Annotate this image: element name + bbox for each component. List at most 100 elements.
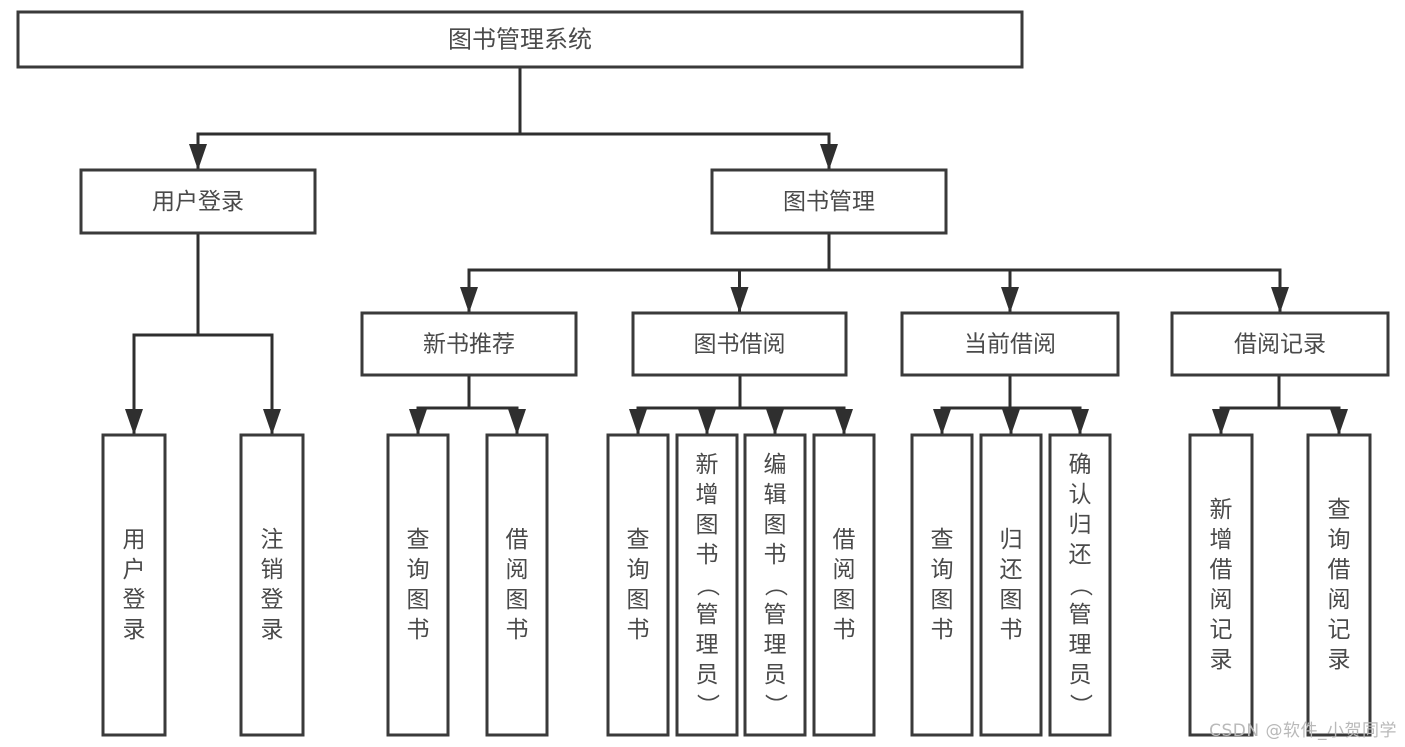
node-label-char: 录	[1210, 647, 1233, 673]
node-label-char: ）	[1067, 694, 1093, 717]
node-label-char: 阅	[833, 557, 856, 583]
node-box[interactable]	[979, 433, 1043, 737]
node-label-char: 书	[696, 542, 719, 568]
node-label-char: 借	[1328, 557, 1351, 583]
node-box[interactable]	[16, 10, 1024, 69]
node-label-char: 编	[764, 452, 787, 478]
node-label-char: 登	[123, 587, 146, 613]
node-label-char: 注	[261, 527, 284, 553]
node-box[interactable]	[900, 311, 1120, 377]
node-label-char: ）	[762, 694, 788, 717]
node-label-char: 管	[764, 602, 787, 628]
node-label-char: 销	[261, 557, 284, 583]
node-label-char: 书	[1000, 617, 1023, 643]
node-label: 图书借阅	[694, 332, 786, 358]
node-root[interactable]: 图书管理系统	[16, 10, 1024, 69]
node-box[interactable]	[812, 433, 876, 737]
arrow-head-icon	[1212, 409, 1230, 435]
node-new-book-recommend[interactable]: 新书推荐	[360, 311, 578, 377]
node-label: 图书管理系统	[448, 26, 592, 54]
node-box[interactable]	[360, 311, 578, 377]
node-label-char: 图	[407, 587, 430, 613]
node-label-char: 员	[696, 662, 719, 688]
node-box[interactable]	[606, 433, 670, 737]
arrow-head-icon	[263, 409, 281, 435]
node-label-char: 记	[1328, 617, 1351, 643]
arrow-head-icon	[1271, 287, 1289, 313]
node-label-char: 书	[764, 542, 787, 568]
node-label-char: 管	[696, 602, 719, 628]
node-box[interactable]	[239, 433, 305, 737]
node-user-login-action[interactable]: 用户登录	[101, 433, 167, 737]
node-label-char: 增	[696, 482, 719, 508]
node-box[interactable]	[101, 433, 167, 737]
node-label-char: 图	[931, 587, 954, 613]
node-box[interactable]	[910, 433, 974, 737]
node-label-char: 书	[407, 617, 430, 643]
node-label-char: （	[762, 574, 788, 597]
arrow-head-icon	[189, 144, 207, 170]
node-box[interactable]	[743, 433, 807, 737]
node-label-char: 借	[506, 527, 529, 553]
node-box[interactable]	[386, 433, 450, 737]
node-label-char: 借	[1210, 557, 1233, 583]
node-label-char: 员	[1069, 662, 1092, 688]
node-label-char: 图	[696, 512, 719, 538]
node-layer: 图书管理系统用户登录用户登录注销登录图书管理新书推荐查询图书借阅图书图书借阅查询…	[16, 10, 1390, 737]
node-label-char: 询	[931, 557, 954, 583]
node-label-char: 登	[261, 587, 284, 613]
node-label-char: 归	[1000, 527, 1023, 553]
node-label-char: 阅	[506, 557, 529, 583]
node-current-borrow[interactable]: 当前借阅	[900, 311, 1120, 377]
node-user-login[interactable]: 用户登录	[79, 168, 317, 235]
node-box[interactable]	[675, 433, 739, 737]
arrow-head-icon	[1002, 409, 1020, 435]
node-box[interactable]	[485, 433, 549, 737]
node-label-char: 管	[1069, 602, 1092, 628]
arrow-head-icon	[1001, 287, 1019, 313]
node-label: 当前借阅	[964, 332, 1056, 358]
node-box[interactable]	[1048, 433, 1112, 737]
node-label-char: 书	[506, 617, 529, 643]
node-label-char: 理	[1069, 632, 1092, 658]
node-box[interactable]	[79, 168, 317, 235]
node-label-char: 辑	[764, 482, 787, 508]
arrow-head-icon	[730, 287, 749, 313]
node-box[interactable]	[631, 311, 848, 377]
node-label-char: 归	[1069, 512, 1092, 538]
node-label-char: 借	[833, 527, 856, 553]
node-box[interactable]	[1306, 433, 1372, 737]
arrow-head-icon	[125, 409, 143, 435]
node-label-char: 图	[1000, 587, 1023, 613]
node-book-management[interactable]: 图书管理	[710, 168, 948, 235]
node-label-char: 录	[123, 617, 146, 643]
node-label-char: 图	[764, 512, 787, 538]
node-label-char: 还	[1069, 542, 1092, 568]
node-label-char: 新	[1210, 497, 1233, 523]
node-label: 图书管理	[783, 189, 875, 215]
node-box[interactable]	[1170, 311, 1390, 377]
node-box[interactable]	[1188, 433, 1254, 737]
arrow-head-icon	[1330, 409, 1348, 435]
node-box[interactable]	[710, 168, 948, 235]
node-label-char: 图	[506, 587, 529, 613]
node-label-char: 理	[696, 632, 719, 658]
node-borrow-records[interactable]: 借阅记录	[1170, 311, 1390, 377]
node-label-char: 阅	[1210, 587, 1233, 613]
node-label-char: 认	[1069, 482, 1092, 508]
node-book-borrow[interactable]: 图书借阅	[631, 311, 848, 377]
node-label-char: ）	[694, 694, 720, 717]
